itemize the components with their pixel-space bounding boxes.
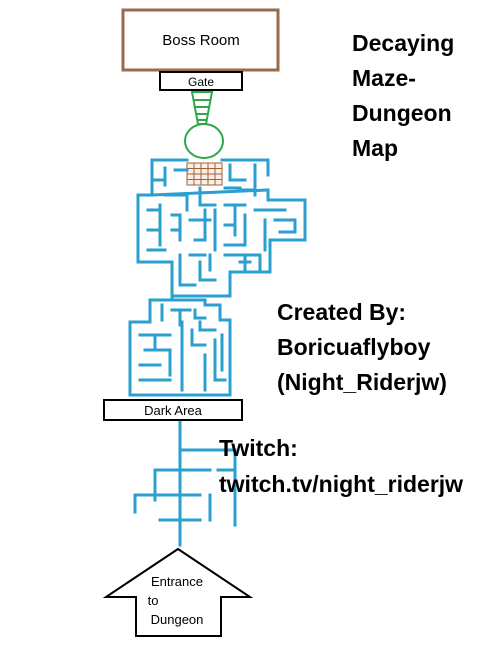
gate: Gate	[159, 71, 243, 91]
created-by-label: Created By:	[277, 299, 407, 325]
gate-label: Gate	[188, 75, 214, 89]
dark-area-label: Dark Area	[144, 403, 203, 418]
gate-chain	[184, 91, 224, 159]
entrance-label-line-3: Dungeon	[151, 612, 204, 627]
maze-grate	[186, 162, 223, 186]
boss-room-label: Boss Room	[162, 32, 240, 49]
title-line-2: Maze-	[352, 65, 416, 91]
entrance-arrow: Entrance to Dungeon	[102, 547, 254, 637]
entrance-label-line-1: Entrance	[151, 574, 203, 589]
dark-area: Dark Area	[103, 399, 243, 421]
twitch-url: twitch.tv/night_riderjw	[219, 471, 464, 497]
title-line-4: Map	[352, 135, 398, 161]
title-line-1: Decaying	[352, 30, 455, 56]
entrance-label-line-2: to	[148, 593, 159, 608]
maze	[128, 158, 307, 547]
title-line-3: Dungeon	[352, 100, 452, 126]
boss-room: Boss Room	[121, 8, 280, 72]
twitch-label: Twitch:	[219, 435, 298, 461]
author-name: Boricuaflyboy	[277, 334, 431, 360]
author-alias: (Night_Riderjw)	[277, 369, 447, 395]
